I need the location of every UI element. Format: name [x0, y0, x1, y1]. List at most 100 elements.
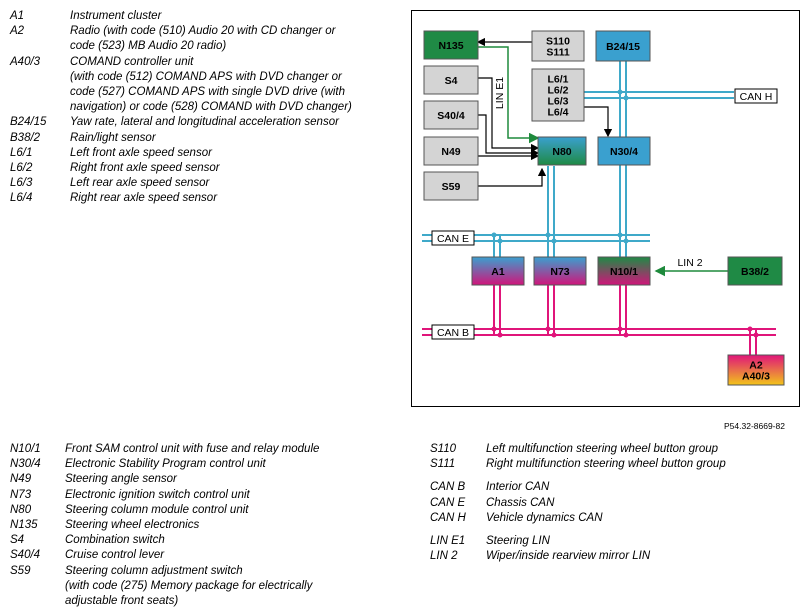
- legend-description: Chassis CAN: [486, 496, 805, 511]
- legend-code: L6/4: [10, 192, 33, 205]
- legend-description-line: Yaw rate, lateral and longitudinal accel…: [70, 116, 339, 129]
- legend-description: Steering column module control unit: [65, 503, 420, 518]
- legend-description-line: Cruise control lever: [65, 549, 165, 562]
- legend-code: S59: [10, 564, 31, 577]
- legend-description-line: Interior CAN: [486, 481, 550, 494]
- legend-entry: L6/3 Left rear axle speed sensor: [10, 176, 405, 191]
- legend-gap: [430, 472, 805, 480]
- legend-code: S111: [430, 458, 456, 471]
- legend-description-line: Electronic ignition switch control unit: [65, 488, 250, 501]
- legend-description-line: Left multifunction steering wheel button…: [486, 443, 719, 455]
- block-n10-1: N10/1: [597, 256, 651, 286]
- legend-code: LIN E1: [430, 535, 466, 548]
- legend-description: Left rear axle speed sensor: [70, 176, 405, 191]
- block-b38-2: B38/2: [727, 256, 783, 286]
- legend-code: CAN H: [430, 511, 466, 524]
- legend-description-line: adjustable front seats): [65, 595, 179, 608]
- legend-description: Wiper/inside rearview mirror LIN: [486, 549, 805, 564]
- legend-entry: N73 Electronic ignition switch control un…: [10, 488, 420, 503]
- legend-code: CAN B: [430, 481, 466, 494]
- legend-description-line: Wiper/inside rearview mirror LIN: [486, 550, 651, 563]
- legend-code: S40/4: [10, 549, 41, 562]
- legend-entry: CAN H Vehicle dynamics CAN: [430, 511, 805, 526]
- legend-description: Right rear axle speed sensor: [70, 191, 405, 206]
- can-b-label: CAN B: [431, 324, 475, 340]
- block-n80: N80: [537, 136, 587, 166]
- legend-description-line: (with code (512) COMAND APS with DVD cha…: [70, 70, 342, 83]
- legend-description: Left multifunction steering wheel button…: [486, 442, 805, 457]
- legend-description: Steering LIN: [486, 534, 805, 549]
- legend-code: LIN 2: [430, 550, 458, 563]
- svg-text:CAN B: CAN B: [437, 327, 469, 339]
- block-n30-4-label: N30/4: [610, 146, 638, 158]
- legend-entry: N80 Steering column module control unit: [10, 503, 420, 518]
- legend-code: N49: [10, 473, 32, 486]
- legend-code: L6/3: [10, 177, 33, 190]
- legend-description-line: code (523) MB Audio 20 radio): [70, 40, 227, 53]
- legend-description-line: Right rear axle speed sensor: [70, 192, 218, 205]
- legend-description-line: Vehicle dynamics CAN: [486, 511, 603, 524]
- legend-description-line: Left rear axle speed sensor: [70, 177, 210, 190]
- block-n135-label: N135: [438, 40, 463, 52]
- can-h-label: CAN H: [734, 88, 778, 104]
- lin-2-label: LIN 2: [677, 257, 702, 269]
- block-l6: L6/1L6/2L6/3L6/4: [531, 68, 585, 122]
- legend-code: B38/2: [10, 131, 41, 144]
- legend-entry: LIN E1 Steering LIN: [430, 534, 805, 549]
- legend-description: Electronic Stability Program control uni…: [65, 457, 420, 472]
- legend-description: COMAND controller unit(with code (512) C…: [70, 55, 405, 116]
- block-l6-label: L6/3: [547, 96, 568, 108]
- legend-entry: S111 Right multifunction steering wheel b…: [430, 457, 805, 472]
- legend-code: L6/2: [10, 162, 33, 175]
- svg-text:CAN E: CAN E: [437, 233, 469, 245]
- block-n73: N73: [533, 256, 587, 286]
- legend-description-line: Steering LIN: [486, 535, 550, 548]
- block-s40-4-label: S40/4: [437, 110, 465, 122]
- legend-entry: L6/4 Right rear axle speed sensor: [10, 191, 405, 206]
- legend-description: Electronic ignition switch control unit: [65, 488, 420, 503]
- bus-junctions-b: [491, 326, 759, 338]
- legend-description: Right front axle speed sensor: [70, 161, 405, 176]
- can-b-bus: [422, 328, 776, 336]
- legend-description-line: Steering wheel electronics: [65, 519, 200, 532]
- block-s110-s111-label: S111: [546, 47, 570, 59]
- legend-description: Cruise control lever: [65, 548, 420, 563]
- block-a1-label: A1: [491, 266, 505, 278]
- bus-junctions: [491, 89, 629, 244]
- legend-description: Left front axle speed sensor: [70, 146, 405, 161]
- signal-lines: [476, 37, 613, 187]
- block-s40-4: S40/4: [423, 100, 479, 130]
- lin-e1-line: [478, 46, 540, 144]
- block-s4: S4: [423, 65, 479, 95]
- block-l6-label: L6/1: [547, 74, 568, 86]
- legend-description: Front SAM control unit with fuse and rel…: [65, 442, 420, 457]
- legend-code: N73: [10, 488, 32, 501]
- legend-code: CAN E: [430, 496, 466, 509]
- legend-description-line: Chassis CAN: [486, 496, 555, 509]
- legend-description-line: navigation) or code (528) COMAND with DV…: [70, 101, 352, 114]
- legend-description-line: Steering column adjustment switch: [65, 564, 243, 577]
- legend-description-line: Steering angle sensor: [65, 473, 177, 486]
- legend-description: Right multifunction steering wheel butto…: [486, 457, 805, 472]
- legend-code: N80: [10, 503, 32, 516]
- legend-description-line: Front SAM control unit with fuse and rel…: [65, 443, 320, 455]
- block-n30-4: N30/4: [597, 136, 651, 166]
- figure-reference: P54.32-8669-82: [724, 421, 785, 431]
- block-a2-a40-3-label: A2: [749, 360, 763, 372]
- legend-description: Steering column adjustment switch(with c…: [65, 564, 420, 610]
- legend-gap: [430, 526, 805, 534]
- legend-description-line: code (527) COMAND APS with single DVD dr…: [70, 86, 346, 99]
- block-n135: N135: [423, 30, 479, 60]
- block-a1: A1: [471, 256, 525, 286]
- legend-description-line: Instrument cluster: [70, 10, 162, 22]
- legend-entry: L6/2 Right front axle speed sensor: [10, 161, 405, 176]
